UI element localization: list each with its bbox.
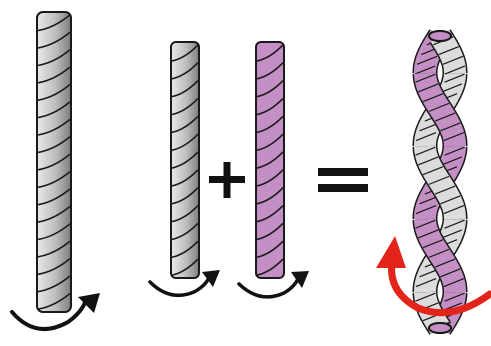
ply-strand-end <box>429 31 451 41</box>
equals-bottom <box>318 184 368 192</box>
ply-strand-end <box>429 323 451 333</box>
yarn-body <box>37 12 71 312</box>
arrow-head <box>376 236 406 268</box>
arrow-curve <box>239 276 299 297</box>
single-yarn-purple-small <box>256 42 284 278</box>
single-yarn-gray-large <box>37 12 71 312</box>
equals-sign <box>318 168 368 192</box>
single-yarn-gray-small <box>171 42 199 278</box>
plus-vertical <box>224 162 231 198</box>
plied-yarn <box>415 31 465 333</box>
plus-sign <box>209 162 245 198</box>
equals-top <box>318 168 368 176</box>
